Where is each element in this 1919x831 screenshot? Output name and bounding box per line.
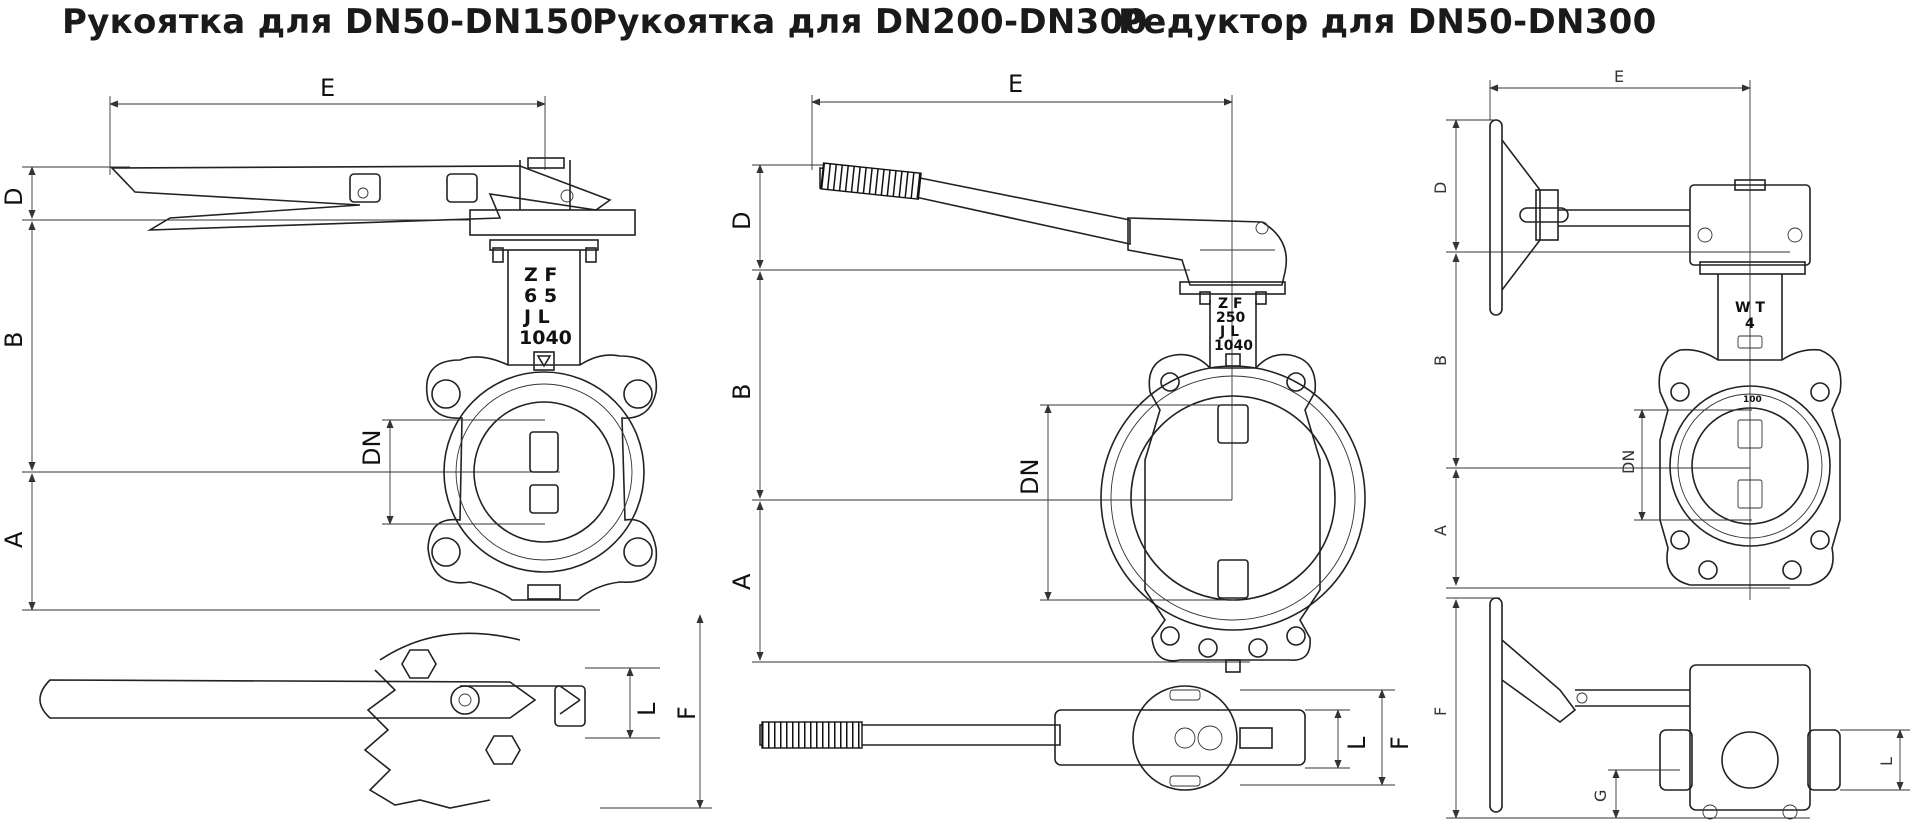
right-dim-b-label: B xyxy=(1431,355,1450,366)
left-mark-r4: 1040 xyxy=(519,327,572,349)
right-mark-r2: 4 xyxy=(1745,316,1755,332)
right-front-view: E D B A W T 4 xyxy=(1431,67,1842,600)
right-dim-d-label: D xyxy=(1431,182,1450,194)
title-gearbox: Редуктор для DN50-DN300 xyxy=(1118,2,1657,42)
right-dim-f-label: F xyxy=(1431,707,1450,716)
right-dim-dn-label: DN xyxy=(1619,450,1638,474)
mid-dim-e-label: E xyxy=(1008,70,1023,98)
title-handle-small: Рукоятка для DN50-DN150 xyxy=(62,2,594,42)
mid-dim-dn-label: DN xyxy=(1016,459,1044,495)
mid-mark-r2: 250 xyxy=(1216,310,1245,326)
title-handle-large: Рукоятка для DN200-DN300 xyxy=(592,2,1148,42)
dim-f-label: F xyxy=(673,706,701,720)
right-top-view: F G L xyxy=(1431,597,1910,820)
right-dim-e-label: E xyxy=(1614,67,1624,86)
right-dim-a-label: A xyxy=(1431,525,1450,536)
right-dim-g-label: G xyxy=(1591,790,1610,802)
mid-dim-l-label: L xyxy=(1343,736,1371,750)
dim-b-label: B xyxy=(0,332,28,348)
mid-mark-r1: Z F xyxy=(1218,296,1243,312)
mid-dim-b-label: B xyxy=(728,384,756,400)
mid-dim-f-label: F xyxy=(1386,736,1414,750)
left-top-view: L F xyxy=(39,614,712,809)
mid-dim-a-label: A xyxy=(728,573,756,590)
mid-mark-r4: 1040 xyxy=(1214,338,1253,354)
dim-l-label: L xyxy=(633,702,661,716)
right-dim-l-label: L xyxy=(1877,757,1896,766)
right-mark-r1: W T xyxy=(1735,300,1765,316)
middle-front-view: E D B A Z F 250 J L 1040 xyxy=(728,70,1366,673)
dim-dn-label: DN xyxy=(358,430,386,466)
right-disc-mark: 100 xyxy=(1743,395,1762,405)
middle-top-view: L F xyxy=(759,685,1414,791)
left-mark-r2: 6 5 xyxy=(524,285,557,307)
dim-e-label: E xyxy=(320,74,335,102)
dim-a-label: A xyxy=(0,531,28,548)
left-mark-r3: J L xyxy=(522,306,550,328)
left-front-view: E D B A Z F 6 5 J L 1040 xyxy=(0,74,658,611)
left-mark-r1: Z F xyxy=(524,264,557,286)
mid-mark-r3: J L xyxy=(1219,324,1239,340)
mid-dim-d-label: D xyxy=(728,212,756,230)
dim-d-label: D xyxy=(0,188,28,206)
